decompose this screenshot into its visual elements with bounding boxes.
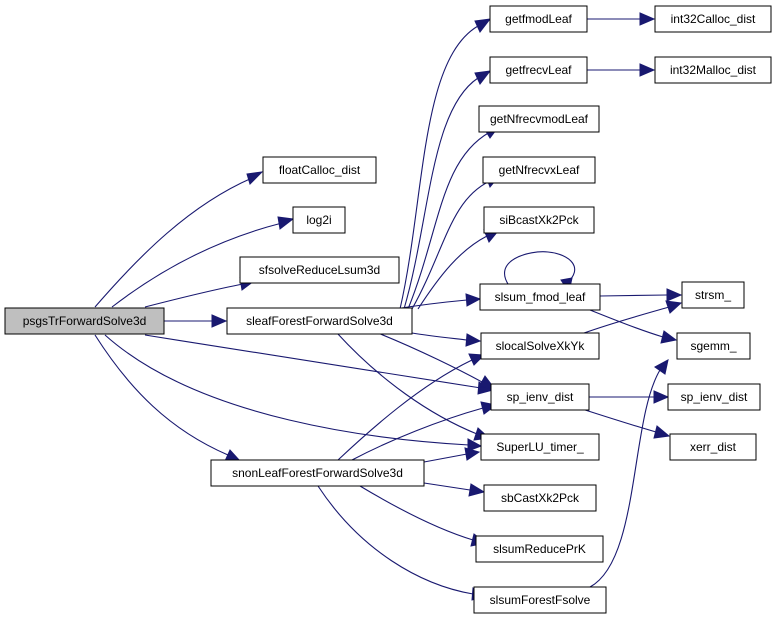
node-sp_ienv_dist-mid[interactable]: sp_ienv_dist <box>490 383 590 411</box>
node-label: slsumForestFsolve <box>490 593 591 607</box>
node-label: sbCastXk2Pck <box>501 491 580 505</box>
node-siBcastXk2Pck[interactable]: siBcastXk2Pck <box>483 206 595 234</box>
edge-spIenvDist-xerrDist <box>581 408 671 439</box>
node-getNfrecvxLeaf[interactable]: getNfrecvxLeaf <box>482 156 596 184</box>
node-log2i[interactable]: log2i <box>292 206 346 234</box>
node-label: sleafForestForwardSolve3d <box>246 314 393 328</box>
node-label: slsumReducePrK <box>493 542 586 556</box>
edge-spIenvDist-spIenv <box>589 390 670 404</box>
node-label: sp_ienv_dist <box>507 390 574 404</box>
node-label: SuperLU_timer_ <box>496 440 584 454</box>
edge-slsumForest-sgemm <box>589 359 669 588</box>
node-slsumForestFsolve[interactable]: slsumForestFsolve <box>473 586 607 614</box>
node-snonLeafForestForwardSolve3d[interactable]: snonLeafForestForwardSolve3d <box>210 459 425 487</box>
node-label: sfsolveReduceLsum3d <box>259 263 380 277</box>
node-getNfrecvmodLeaf[interactable]: getNfrecvmodLeaf <box>478 105 600 133</box>
node-getfmodLeaf[interactable]: getfmodLeaf <box>489 5 588 33</box>
edge-root-sfsolveReduce <box>144 277 256 308</box>
edge-root-log2i <box>111 216 295 308</box>
edge-slsumFmodLeaf-strsm <box>599 288 683 302</box>
node-sbCastXk2Pck[interactable]: sbCastXk2Pck <box>483 484 597 512</box>
node-label: strsm_ <box>695 288 731 302</box>
node-sleafForestForwardSolve3d[interactable]: sleafForestForwardSolve3d <box>226 307 413 335</box>
edge-sleafForest-superluTimer <box>336 332 491 441</box>
edge-root-spIenvDist <box>144 334 495 395</box>
node-label: floatCalloc_dist <box>279 163 361 177</box>
node-label: sgemm_ <box>690 339 736 353</box>
edge-slsumFmodLeaf-sgemm <box>589 309 678 344</box>
node-label: sp_ienv_dist <box>681 390 748 404</box>
edge-snonLeafForest-slsumReduce <box>359 485 488 547</box>
edge-root-superluTimer <box>104 334 483 452</box>
node-label: siBcastXk2Pck <box>499 213 579 227</box>
node-label: slsum_fmod_leaf <box>495 290 586 304</box>
node-SuperLU_timer_[interactable]: SuperLU_timer_ <box>480 433 600 461</box>
node-xerr_dist[interactable]: xerr_dist <box>669 433 757 461</box>
node-slsumReducePrK[interactable]: slsumReducePrK <box>475 535 604 563</box>
node-floatCalloc_dist[interactable]: floatCalloc_dist <box>262 156 377 184</box>
node-strsm_[interactable]: strsm_ <box>681 281 745 309</box>
edge-snonLeafForest-slsumForest <box>317 485 489 601</box>
edge-snonLeafForest-slocalSolve <box>337 353 486 461</box>
node-label: slocalSolveXkYk <box>496 339 586 353</box>
node-label: getfmodLeaf <box>505 12 572 26</box>
node-getfrecvLeaf[interactable]: getfrecvLeaf <box>489 56 588 84</box>
node-psgsTrForwardSolve3d[interactable]: psgsTrForwardSolve3d <box>4 307 165 335</box>
node-label: getNfrecvmodLeaf <box>490 112 589 126</box>
node-label: xerr_dist <box>690 440 737 454</box>
node-slsum_fmod_leaf[interactable]: slsum_fmod_leaf <box>479 283 601 311</box>
edge-sleafForest-spIenvDist <box>377 332 496 389</box>
node-sp_ienv_dist-right[interactable]: sp_ienv_dist <box>667 383 761 411</box>
edge-sleafForest-slocalSolve <box>411 332 482 347</box>
node-label: snonLeafForestForwardSolve3d <box>232 466 403 480</box>
edge-root-floatCalloc <box>94 171 264 308</box>
node-int32Malloc_dist[interactable]: int32Malloc_dist <box>654 56 772 84</box>
node-sgemm_[interactable]: sgemm_ <box>676 332 751 360</box>
node-slocalSolveXkYk[interactable]: slocalSolveXkYk <box>480 332 600 360</box>
edge-getfrecvLeaf-int32Malloc <box>587 63 656 77</box>
node-label: getfrecvLeaf <box>505 63 572 77</box>
edge-snonLeafForest-superluTimer <box>423 447 481 463</box>
edge-slocalSolve-strsm <box>583 300 683 334</box>
edge-root-sleafForest <box>164 314 228 328</box>
edge-getfmodLeaf-int32Calloc <box>587 12 656 26</box>
edge-sleafForest-getfmodLeaf <box>399 18 492 310</box>
edge-root-snonLeafForest <box>94 334 242 462</box>
node-sfsolveReduceLsum3d[interactable]: sfsolveReduceLsum3d <box>239 256 400 284</box>
call-graph-nodes: psgsTrForwardSolve3d floatCalloc_dist lo… <box>4 5 772 614</box>
edge-sleafForest-getfrecvLeaf <box>403 70 492 310</box>
node-int32Calloc_dist[interactable]: int32Calloc_dist <box>654 5 772 33</box>
edge-snonLeafForest-sbCast <box>423 482 486 497</box>
node-label: psgsTrForwardSolve3d <box>23 314 147 328</box>
node-label: log2i <box>306 213 331 227</box>
node-label: getNfrecvxLeaf <box>499 163 580 177</box>
node-label: int32Calloc_dist <box>671 12 756 26</box>
node-label: int32Malloc_dist <box>670 63 757 77</box>
